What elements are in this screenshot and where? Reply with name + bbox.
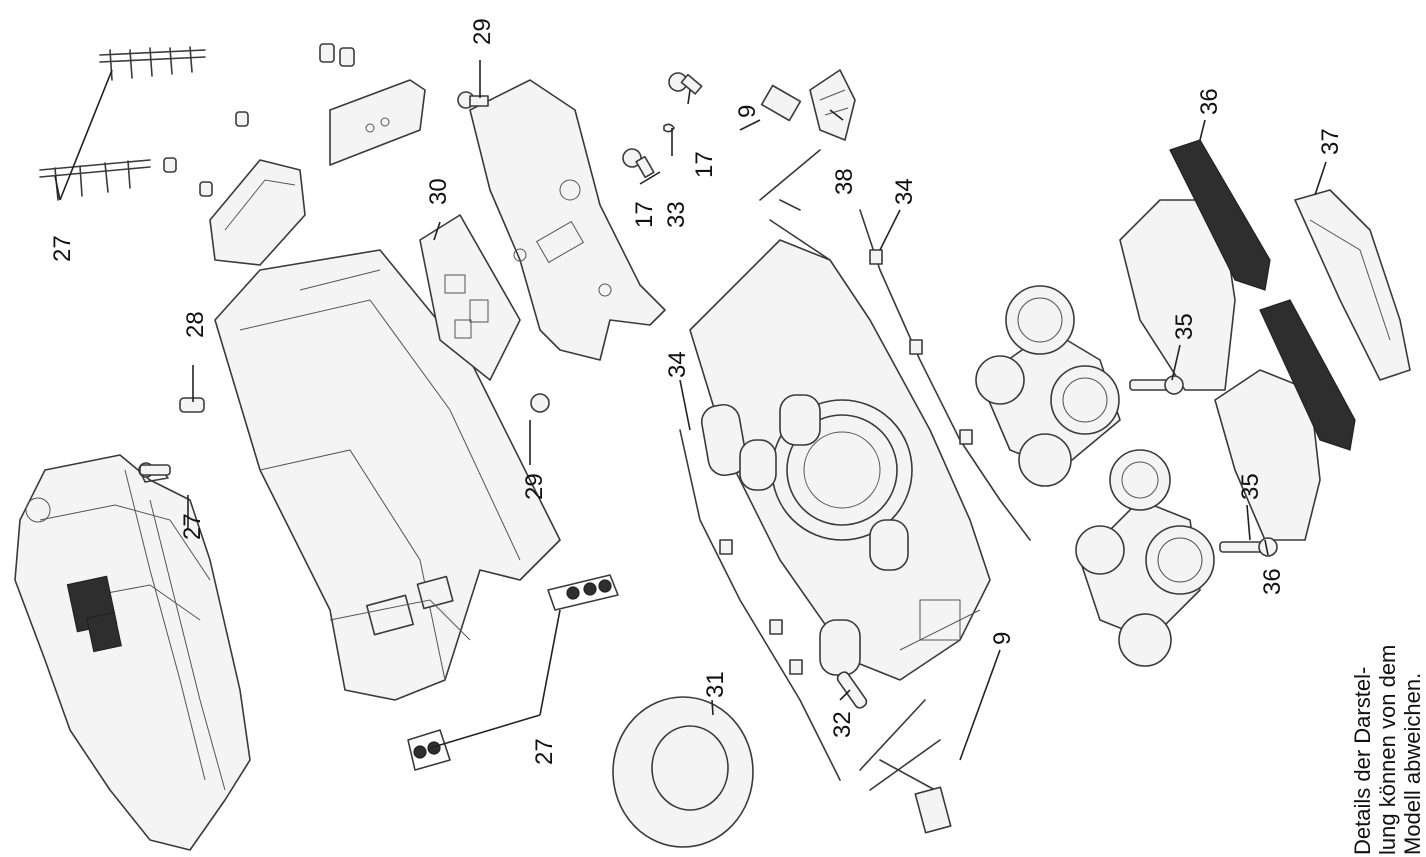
label-38: 38 (831, 168, 858, 195)
bogie-side-37 (1294, 189, 1411, 381)
lamp-fittings-lower (407, 574, 619, 771)
label-27-c: 27 (531, 738, 558, 765)
handrail-top (99, 46, 206, 81)
label-35-a: 35 (1171, 313, 1198, 340)
part-labels: 27 28 29 30 29 27 27 17 33 17 9 38 34 34… (49, 18, 1344, 765)
screws-top (457, 72, 703, 413)
bogie-upper (975, 285, 1121, 487)
bogie-frame-lower (1214, 299, 1356, 541)
bogie-frame-upper (1119, 139, 1271, 391)
label-9-b: 9 (989, 632, 1016, 645)
label-37: 37 (1317, 128, 1344, 155)
main-frame (214, 249, 561, 701)
label-34-a: 34 (891, 178, 918, 205)
lower-chassis (689, 239, 991, 681)
label-30: 30 (425, 178, 452, 205)
bracket-9-top (759, 84, 831, 261)
rod-34-left (679, 429, 841, 781)
label-17-a: 17 (631, 201, 658, 228)
label-29-a: 29 (469, 18, 496, 45)
screws-35-28 (138, 375, 1278, 557)
leader-lines (54, 60, 1327, 761)
label-29-b: 29 (521, 473, 548, 500)
label-36-a: 36 (1196, 88, 1223, 115)
bogie-lower (1075, 449, 1215, 667)
chassis-plate (469, 79, 666, 361)
locomotive-body-shell (14, 454, 251, 851)
label-27-a: 27 (49, 235, 76, 262)
cab-block (209, 159, 306, 266)
coupler-38 (809, 69, 856, 141)
bracket-9-lower (859, 699, 952, 834)
circuit-board (419, 214, 521, 381)
label-34-b: 34 (664, 351, 691, 378)
note-line-1: Details der Darstel- (1350, 667, 1375, 855)
small-fittings (163, 43, 355, 197)
label-9-a: 9 (734, 105, 761, 118)
label-32: 32 (829, 711, 856, 738)
note-line-2: lung können von dem (1375, 645, 1400, 855)
label-36-b: 36 (1259, 568, 1286, 595)
rod-34-right (859, 209, 1031, 541)
label-31: 31 (702, 671, 729, 698)
flywheel-31 (612, 696, 754, 848)
label-27-b: 27 (179, 513, 206, 540)
pin-32 (836, 671, 868, 709)
label-28: 28 (182, 311, 209, 338)
cover-plate-small (329, 79, 426, 166)
label-17-b: 17 (691, 151, 718, 178)
disclaimer-note: Details der Darstel- lung können von dem… (1350, 645, 1425, 855)
label-33: 33 (663, 201, 690, 228)
note-line-3: Modell abweichen. (1400, 673, 1425, 855)
label-35-b: 35 (1237, 473, 1264, 500)
